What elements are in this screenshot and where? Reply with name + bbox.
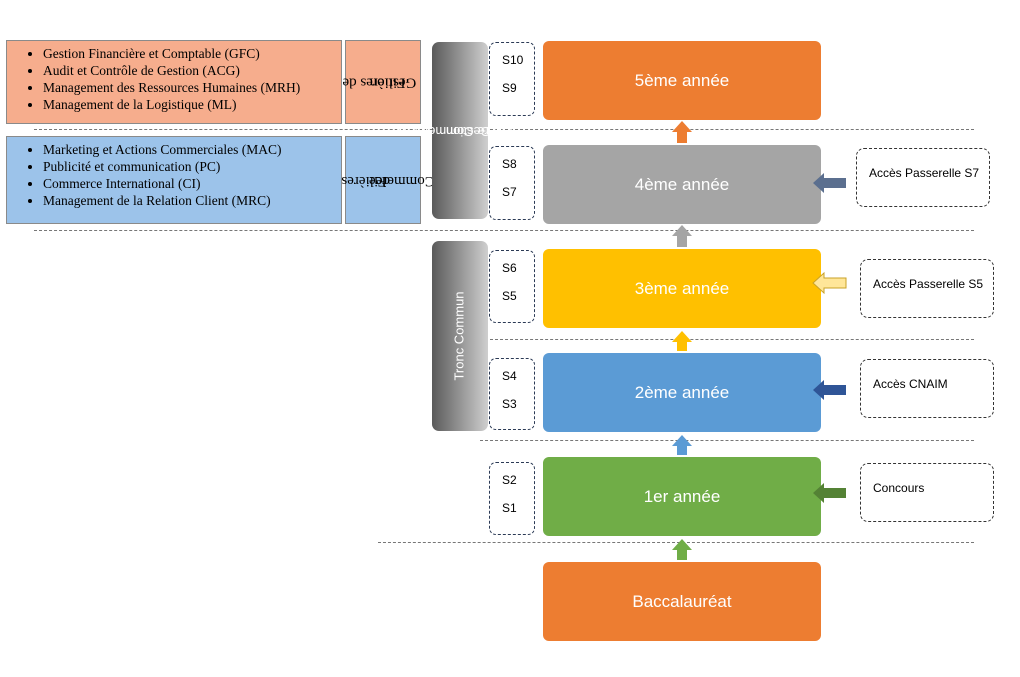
filieres-commerce-label: Filières de Commerce bbox=[342, 136, 435, 224]
semester-label: S2 bbox=[502, 473, 517, 487]
semester-box-s3-s4: S4 S3 bbox=[489, 358, 535, 430]
list-item: Audit et Contrôle de Gestion (ACG) bbox=[43, 62, 335, 79]
year-box-3: 3ème année bbox=[543, 249, 821, 328]
semester-label: S3 bbox=[502, 397, 517, 411]
list-item: Management de la Relation Client (MRC) bbox=[43, 192, 335, 209]
year-label: 4ème année bbox=[634, 174, 730, 194]
left-arrow-icon bbox=[812, 271, 847, 295]
semester-box-s5-s6: S6 S5 bbox=[489, 250, 535, 323]
left-arrow-icon bbox=[813, 380, 846, 400]
semester-box-s1-s2: S2 S1 bbox=[489, 462, 535, 535]
year-label: 1er année bbox=[643, 486, 721, 506]
acces-passerelle-s5-box: Accès Passerelle S5 bbox=[860, 259, 994, 318]
filieres-gestion-list: Gestion Financière et Comptable (GFC) Au… bbox=[6, 40, 342, 124]
semester-label: S5 bbox=[502, 289, 517, 303]
separator-line bbox=[480, 440, 974, 441]
year-box-2: 2ème année bbox=[543, 353, 821, 432]
list-item: Publicité et communication (PC) bbox=[43, 158, 335, 175]
separator-line bbox=[378, 542, 974, 543]
filieres-commerce-list: Marketing et Actions Commerciales (MAC) … bbox=[6, 136, 342, 224]
up-arrow-icon bbox=[672, 331, 692, 351]
left-arrow-icon bbox=[813, 483, 846, 503]
year-label: 2ème année bbox=[634, 382, 730, 402]
year-box-4: 4ème année bbox=[543, 145, 821, 224]
year-label: Baccalauréat bbox=[632, 591, 732, 611]
semester-label: S8 bbox=[502, 157, 517, 171]
separator-line bbox=[490, 339, 974, 340]
semester-box-s9-s10: S10 S9 bbox=[489, 42, 535, 116]
left-arrow-icon bbox=[813, 173, 846, 193]
semester-label: S9 bbox=[502, 81, 517, 95]
list-item: Marketing et Actions Commerciales (MAC) bbox=[43, 141, 335, 158]
baccalaureat-box: Baccalauréat bbox=[543, 562, 821, 641]
year-box-5: 5ème année bbox=[543, 41, 821, 120]
semester-label: S1 bbox=[502, 501, 517, 515]
access-label: Concours bbox=[873, 481, 925, 495]
up-arrow-icon bbox=[672, 121, 692, 143]
semester-box-s7-s8: S8 S7 bbox=[489, 146, 535, 220]
list-item: Gestion Financière et Comptable (GFC) bbox=[43, 45, 335, 62]
year-box-1: 1er année bbox=[543, 457, 821, 536]
list-item: Management de la Logistique (ML) bbox=[43, 96, 335, 113]
semester-label: S6 bbox=[502, 261, 517, 275]
up-arrow-icon bbox=[672, 539, 692, 560]
acces-cnaim-box: Accès CNAIM bbox=[860, 359, 994, 418]
year-label: 3ème année bbox=[634, 278, 730, 298]
up-arrow-icon bbox=[672, 435, 692, 455]
access-label: Accès Passerelle S5 bbox=[873, 277, 984, 291]
list-item: Management des Ressources Humaines (MRH) bbox=[43, 79, 335, 96]
access-label: Accès CNAIM bbox=[873, 377, 948, 391]
separator-line bbox=[34, 230, 974, 231]
tronc-commun-bar: Tronc Commun bbox=[432, 241, 488, 431]
filiere-commerce-gestion-bar: Filière Commerce ou Gestion bbox=[392, 42, 512, 219]
acces-passerelle-s7-box: Accès Passerelle S7 bbox=[856, 148, 990, 207]
list-item: Commerce International (CI) bbox=[43, 175, 335, 192]
semester-label: S7 bbox=[502, 185, 517, 199]
year-label: 5ème année bbox=[634, 70, 730, 90]
separator-line bbox=[34, 129, 974, 130]
semester-label: S4 bbox=[502, 369, 517, 383]
up-arrow-icon bbox=[672, 225, 692, 247]
concours-box: Concours bbox=[860, 463, 994, 522]
filieres-gestion-label: Filières de Gestion bbox=[342, 40, 421, 124]
access-label: Accès Passerelle S7 bbox=[869, 166, 980, 180]
semester-label: S10 bbox=[502, 53, 524, 67]
